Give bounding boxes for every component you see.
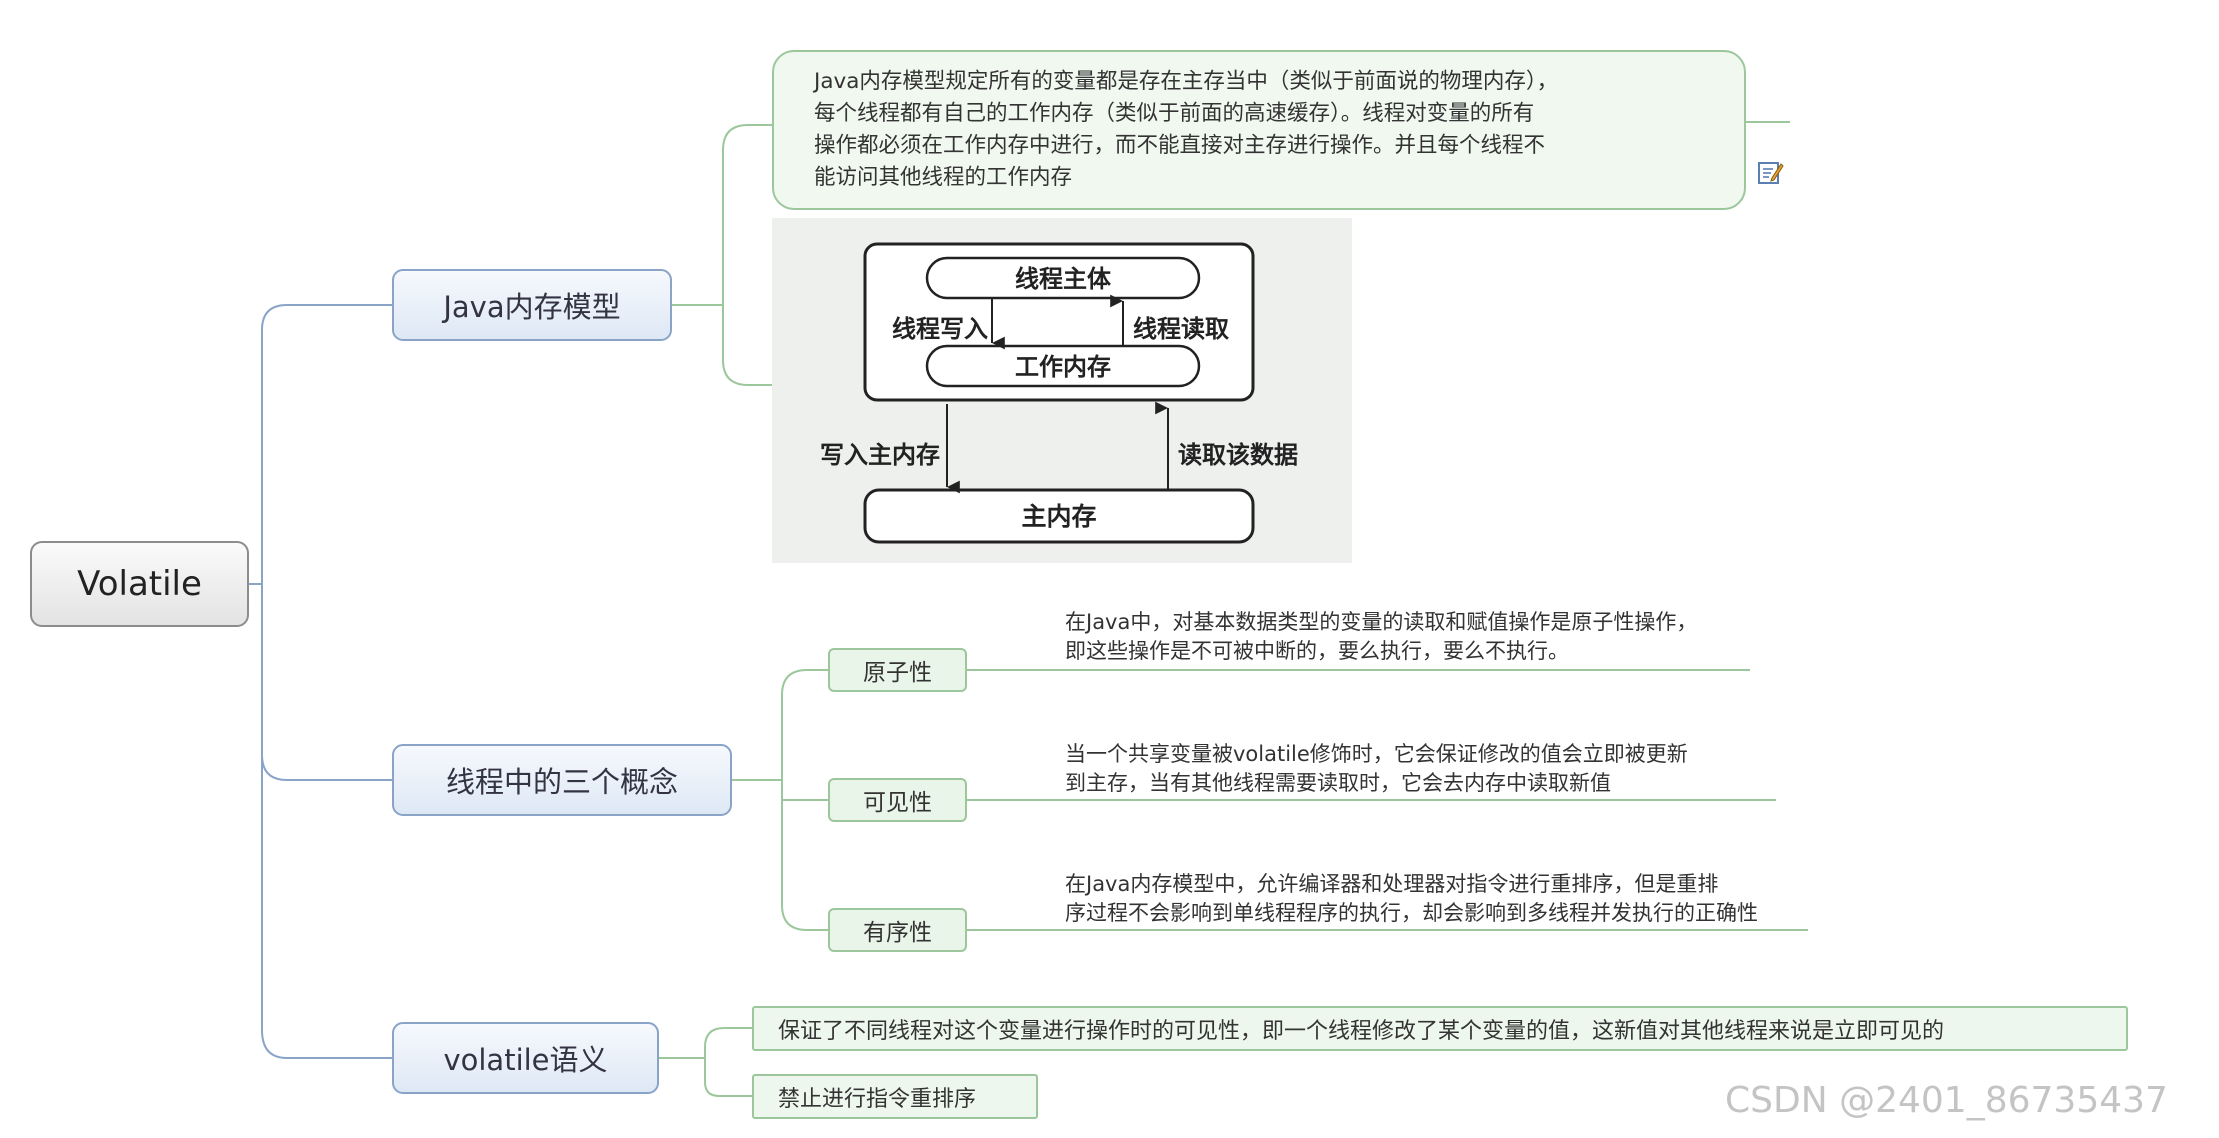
leaf-label: 保证了不同线程对这个变量进行操作时的可见性，即一个线程修改了某个变量的值，这新值… xyxy=(778,1018,1945,1044)
read-data-label: 读取该数据 xyxy=(1178,440,1298,469)
working-memory-label: 工作内存 xyxy=(1015,352,1111,381)
note-line: 序过程不会影响到单线程程序的执行，却会影响到多线程并发执行的正确性 xyxy=(1065,901,1758,925)
thread-body-box xyxy=(925,256,1201,300)
branch-label: volatile语义 xyxy=(443,1043,608,1077)
root-label: Volatile xyxy=(77,564,202,604)
note-line: 在Java中，对基本数据类型的变量的读取和赋值操作是原子性操作， xyxy=(1065,610,1698,634)
thread-write-label: 线程写入 xyxy=(892,314,988,343)
concept-ordering[interactable]: 有序性 xyxy=(828,908,967,952)
note-line: 即这些操作是不可被中断的，要么执行，要么不执行。 xyxy=(1065,639,1569,663)
branch-volatile-semantics[interactable]: volatile语义 xyxy=(392,1022,659,1094)
branch-three-concepts[interactable]: 线程中的三个概念 xyxy=(392,744,732,816)
concept-ordering-note: 在Java内存模型中，允许编译器和处理器对指令进行重排序，但是重排 序过程不会影… xyxy=(1065,870,1758,928)
description-line: 能访问其他线程的工作内存 xyxy=(814,165,1073,190)
root-node[interactable]: Volatile xyxy=(30,541,249,627)
description-line: 每个线程都有自己的工作内存（类似于前面的高速缓存）。线程对变量的所有 xyxy=(814,101,1535,126)
concept-label: 可见性 xyxy=(863,790,932,816)
main-memory-box xyxy=(863,488,1255,544)
note-line: 在Java内存模型中，允许编译器和处理器对指令进行重排序，但是重排 xyxy=(1065,872,1719,896)
concept-atomicity[interactable]: 原子性 xyxy=(828,648,967,692)
jmm-description-topic[interactable]: Java内存模型规定所有的变量都是存在主存当中（类似于前面说的物理内存）， 每个… xyxy=(772,50,1746,210)
note-line: 当一个共享变量被volatile修饰时，它会保证修改的值会立即被更新 xyxy=(1065,742,1688,766)
working-memory-box xyxy=(925,344,1201,388)
description-line: Java内存模型规定所有的变量都是存在主存当中（类似于前面说的物理内存）， xyxy=(814,69,1559,94)
note-line: 到主存，当有其他线程需要读取时，它会去内存中读取新值 xyxy=(1065,771,1611,795)
concept-visibility[interactable]: 可见性 xyxy=(828,778,967,822)
branch-java-memory-model[interactable]: Java内存模型 xyxy=(392,269,672,341)
branch-label: Java内存模型 xyxy=(443,290,621,324)
leaf-label: 禁止进行指令重排序 xyxy=(778,1086,977,1112)
concept-label: 有序性 xyxy=(863,920,932,946)
description-line: 操作都必须在工作内存中进行，而不能直接对主存进行操作。并且每个线程不 xyxy=(814,133,1546,158)
concept-label: 原子性 xyxy=(863,660,932,686)
concept-visibility-note: 当一个共享变量被volatile修饰时，它会保证修改的值会立即被更新 到主存，当… xyxy=(1065,740,1688,798)
semantics-visibility-leaf[interactable]: 保证了不同线程对这个变量进行操作时的可见性，即一个线程修改了某个变量的值，这新值… xyxy=(752,1006,2128,1051)
semantics-no-reorder-leaf[interactable]: 禁止进行指令重排序 xyxy=(752,1074,1038,1119)
branch-label: 线程中的三个概念 xyxy=(445,765,678,799)
write-main-label: 写入主内存 xyxy=(820,440,940,469)
thread-body-label: 线程主体 xyxy=(1015,264,1112,293)
edit-note-icon[interactable] xyxy=(1756,158,1784,186)
watermark: CSDN @2401_86735437 xyxy=(1725,1080,2168,1121)
main-memory-label: 主内存 xyxy=(1021,502,1096,531)
thread-read-label: 线程读取 xyxy=(1133,314,1229,343)
memory-model-diagram: 线程主体 工作内存 主内存 线程写入 线程读取 写入主内存 读取该数据 xyxy=(772,218,1352,563)
concept-atomicity-note: 在Java中，对基本数据类型的变量的读取和赋值操作是原子性操作， 即这些操作是不… xyxy=(1065,608,1697,666)
